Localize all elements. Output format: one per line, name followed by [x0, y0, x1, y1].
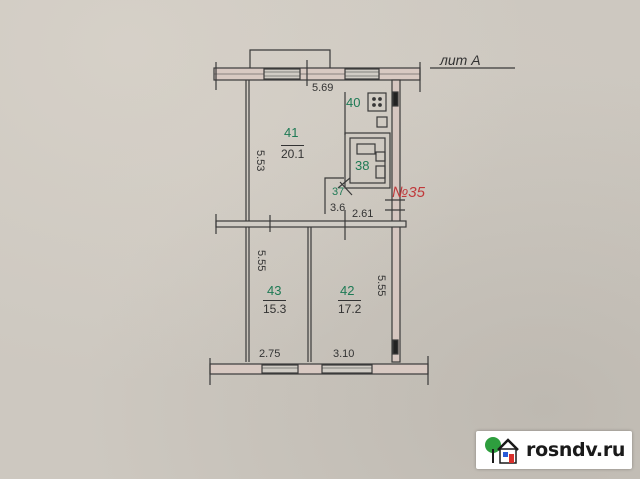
- dim-corridor: 2.61: [352, 208, 374, 220]
- dim-bottom-left: 2.75: [259, 348, 281, 360]
- room-37-area: 3.6: [330, 202, 346, 214]
- dim-bottom-right: 3.10: [333, 348, 355, 360]
- house-tree-icon: [485, 437, 519, 464]
- dim-top-width: 5.69: [312, 82, 334, 94]
- apartment-number: №35: [392, 184, 425, 201]
- dim-left-upper: 5.53: [254, 150, 266, 172]
- dim-left-lower: 5.55: [255, 250, 267, 272]
- room-37-number: 37: [332, 186, 345, 198]
- room-38-number: 38: [355, 158, 370, 173]
- room-41-area: 20.1: [281, 145, 305, 161]
- room-40-number: 40: [346, 95, 361, 110]
- watermark-site: rosndv.ru: [526, 439, 626, 461]
- room-43-area: 15.3: [263, 300, 287, 316]
- dim-right-lower: 5.55: [375, 275, 387, 297]
- building-letter: лит А: [440, 52, 481, 68]
- room-42-area: 17.2: [338, 300, 362, 316]
- room-43-number: 43: [267, 283, 282, 298]
- balcony: [249, 49, 331, 68]
- room-41-number: 41: [284, 125, 299, 140]
- watermark-logo[interactable]: rosndv.ru: [476, 431, 632, 469]
- room-42-number: 42: [340, 283, 355, 298]
